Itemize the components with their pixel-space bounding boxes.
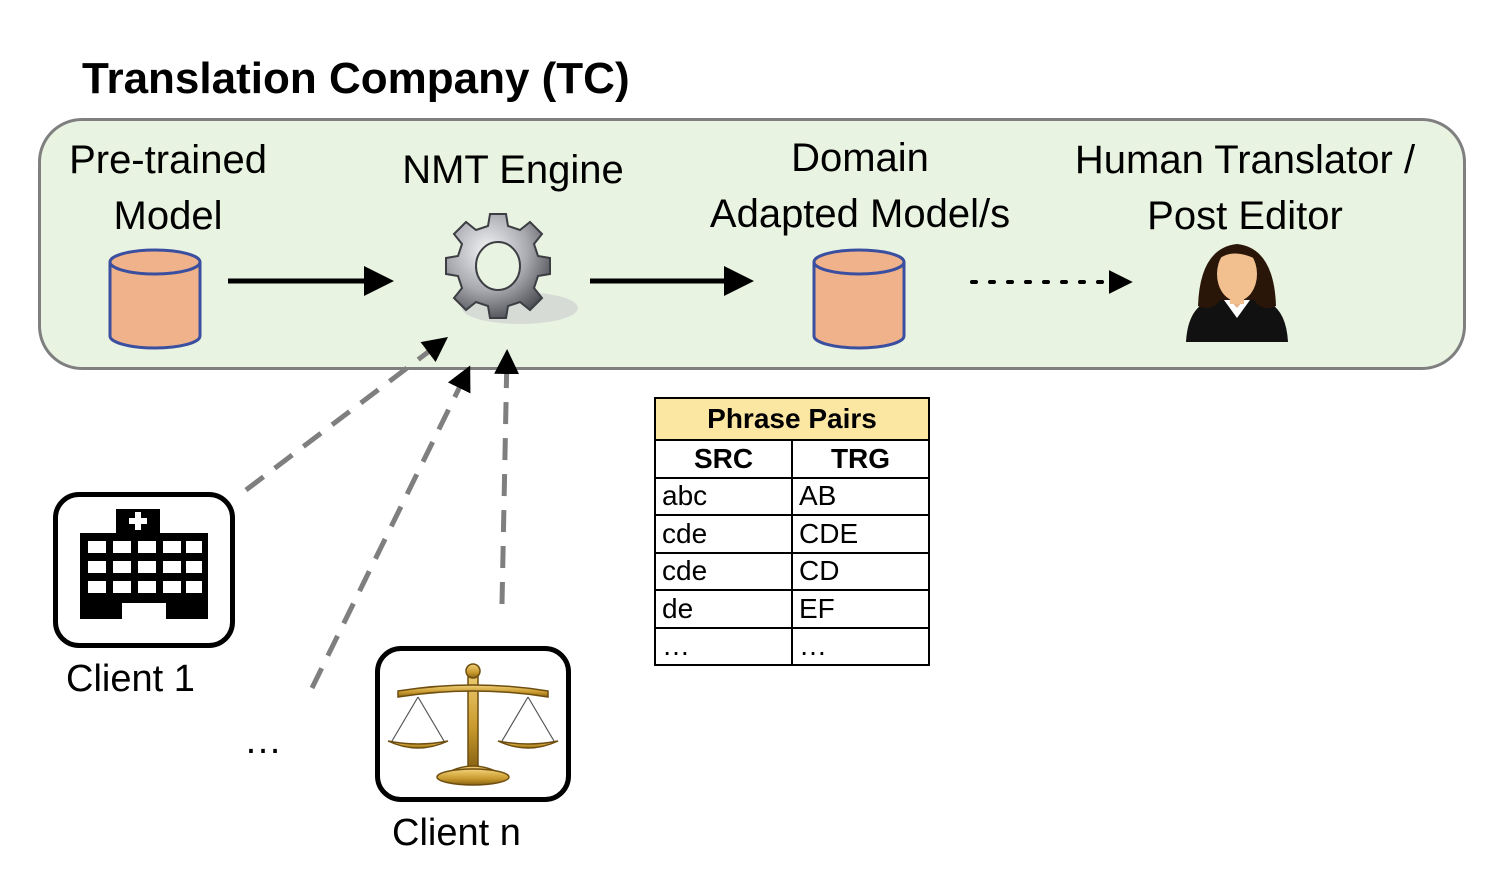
src-cell: … (654, 626, 793, 666)
pretrained-model-label-line2: Model (113, 194, 223, 238)
phrase-pairs-table: Phrase Pairs SRC TRG abc AB cde CDE cde … (654, 397, 930, 666)
dashed-arrow-clientn-to-nmt (494, 349, 520, 605)
src-cell: cde (654, 551, 793, 591)
src-cell: de (654, 589, 793, 629)
domain-adapted-model-label-line2: Adapted Model/s (709, 192, 1011, 236)
trg-cell: … (791, 626, 930, 666)
human-translator-label-line1: Human Translator / (1074, 138, 1416, 182)
src-cell: abc (654, 476, 793, 516)
clientn-card (375, 646, 571, 802)
domain-database-icon (812, 248, 906, 350)
pretrained-model-label-line1: Pre-trained (69, 138, 267, 182)
gear-icon (445, 213, 578, 324)
client1-card (53, 492, 235, 648)
dashed-arrow-client1-to-nmt (244, 336, 448, 492)
trg-cell: CDE (791, 514, 930, 554)
domain-adapted-model-label: Domain Adapted Model/s (680, 130, 1040, 242)
trg-cell: AB (791, 476, 930, 516)
person-icon (1186, 244, 1288, 342)
table-row: abc AB (654, 476, 930, 516)
scales-icon (387, 663, 559, 786)
trg-cell: CD (791, 551, 930, 591)
table-row: … … (654, 626, 930, 666)
pretrained-model-label: Pre-trained Model (48, 132, 288, 244)
human-translator-label-line2: Post Editor (1147, 194, 1343, 238)
pretrained-database-icon (108, 248, 202, 350)
src-header: SRC (654, 439, 793, 479)
client1-label: Client 1 (66, 658, 195, 700)
human-translator-label: Human Translator / Post Editor (1050, 132, 1440, 244)
table-row: de EF (654, 589, 930, 629)
diagram-title: Translation Company (TC) (82, 54, 630, 103)
clientn-label: Client n (392, 812, 521, 854)
trg-cell: EF (791, 589, 930, 629)
hospital-icon (80, 509, 208, 619)
table-row: cde CDE (654, 514, 930, 554)
trg-header: TRG (791, 439, 930, 479)
src-cell: cde (654, 514, 793, 554)
dashed-arrow-ellipsis-to-nmt (309, 365, 471, 690)
phrase-pairs-caption: Phrase Pairs (654, 397, 930, 441)
table-row: cde CD (654, 551, 930, 591)
domain-adapted-model-label-line1: Domain (791, 136, 929, 180)
clients-ellipsis: … (244, 720, 286, 762)
nmt-engine-label: NMT Engine (402, 148, 624, 192)
